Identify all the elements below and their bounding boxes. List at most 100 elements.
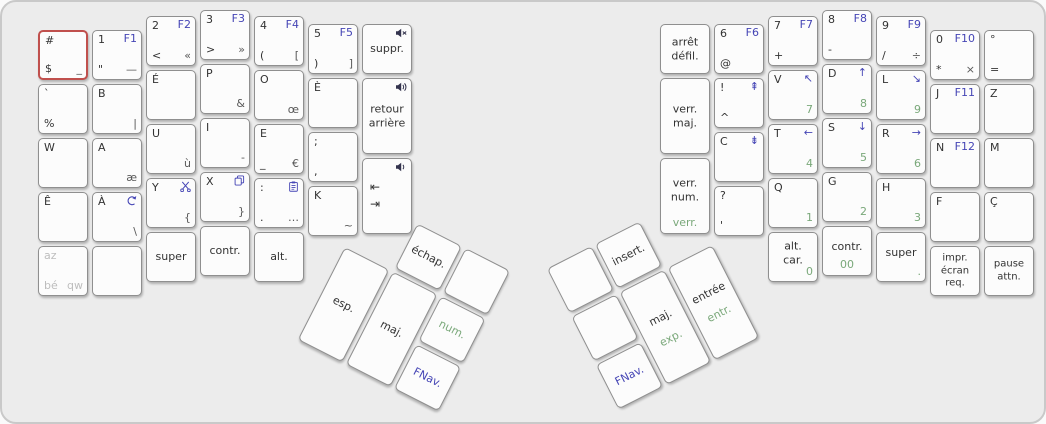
key-delete[interactable]: suppr. bbox=[362, 24, 412, 74]
key-f[interactable]: F bbox=[930, 192, 980, 242]
key-w[interactable]: W bbox=[38, 138, 88, 188]
key-p[interactable]: P& bbox=[200, 64, 250, 114]
key-scroll-lock[interactable]: arrêt défil. bbox=[660, 24, 710, 74]
key-altgr[interactable]: alt. car.0 bbox=[768, 232, 818, 282]
key-label: super bbox=[885, 246, 917, 260]
key-ctrl-left[interactable]: contr. bbox=[200, 226, 250, 276]
key-label: F12 bbox=[954, 140, 975, 153]
key-e-circumflex[interactable]: Ê bbox=[38, 192, 88, 242]
key-e-grave[interactable]: È bbox=[308, 78, 358, 128]
key-dollar[interactable]: #$_ bbox=[38, 30, 88, 80]
key-caps-lock[interactable]: verr. maj. bbox=[660, 78, 710, 154]
key-label: É bbox=[152, 73, 159, 86]
key-print-screen[interactable]: impr. écran req. bbox=[930, 246, 980, 296]
key-alt-left[interactable]: alt. bbox=[254, 232, 304, 282]
key-label: _ bbox=[76, 62, 83, 76]
key-label: € bbox=[292, 157, 299, 171]
key-label: F3 bbox=[231, 12, 245, 25]
key-m[interactable]: M bbox=[984, 138, 1034, 188]
key-n[interactable]: N F12 bbox=[930, 138, 980, 188]
key-degree[interactable]: °= bbox=[984, 30, 1034, 80]
key-label: ↑ bbox=[857, 66, 867, 79]
key-e[interactable]: E_€ bbox=[254, 124, 304, 174]
key-label: N bbox=[936, 141, 945, 154]
key-i[interactable]: I- bbox=[200, 118, 250, 168]
key-label: H bbox=[882, 181, 891, 194]
key-label: F1 bbox=[123, 32, 137, 45]
key-blank-left[interactable] bbox=[92, 246, 142, 296]
key-label: ↓ bbox=[857, 120, 867, 133]
key-ctrl-right[interactable]: contr.00 bbox=[822, 226, 872, 276]
key-label: L bbox=[882, 73, 889, 86]
key-label: G bbox=[828, 175, 837, 188]
key-s[interactable]: S↓5 bbox=[822, 118, 872, 168]
key-k[interactable]: K~ bbox=[308, 186, 358, 236]
key-label: K bbox=[314, 189, 322, 202]
key-label: F7 bbox=[799, 18, 813, 31]
key-label: ' bbox=[720, 219, 724, 233]
key-label: . bbox=[260, 211, 264, 225]
key-label: F4 bbox=[285, 18, 299, 31]
key-label: E bbox=[260, 127, 267, 140]
key-percent[interactable]: `% bbox=[38, 84, 88, 134]
key-c-cedilla[interactable]: Ç bbox=[984, 192, 1034, 242]
key-x[interactable]: X} bbox=[200, 172, 250, 222]
key-a-grave[interactable]: À\ bbox=[92, 192, 142, 242]
key-super-left[interactable]: super bbox=[146, 232, 196, 282]
copy-icon bbox=[234, 175, 245, 186]
key-super-right[interactable]: super. bbox=[876, 232, 926, 282]
key-c[interactable]: C⇟ bbox=[714, 132, 764, 182]
key-v[interactable]: V↖7 bbox=[768, 70, 818, 120]
key-label: F10 bbox=[954, 32, 975, 45]
key-r[interactable]: R→6 bbox=[876, 124, 926, 174]
key-period[interactable]: :.… bbox=[254, 178, 304, 228]
key-t[interactable]: T←4 bbox=[768, 124, 818, 174]
key-label: 1 bbox=[806, 211, 813, 225]
key-label: 5 bbox=[314, 27, 321, 40]
undo-icon bbox=[126, 195, 137, 206]
key-label: insert. bbox=[609, 241, 647, 269]
key-label: 8 bbox=[860, 97, 867, 111]
key-label: D bbox=[828, 67, 837, 80]
key-apostrophe[interactable]: ?' bbox=[714, 186, 764, 236]
key-label: — bbox=[126, 63, 137, 77]
key-exclamation[interactable]: !⇞^ bbox=[714, 78, 764, 128]
key-z[interactable]: Z bbox=[984, 84, 1034, 134]
key-label: 3 bbox=[914, 211, 921, 225]
key-semicolon[interactable]: ;, bbox=[308, 132, 358, 182]
key-label: # bbox=[45, 34, 55, 47]
key-label: 9 bbox=[882, 19, 889, 32]
key-label: À bbox=[98, 195, 106, 208]
key-label: . bbox=[917, 265, 922, 279]
key-l[interactable]: L↘9 bbox=[876, 70, 926, 120]
key-label: | bbox=[133, 117, 137, 131]
key-backspace[interactable]: retour arrière bbox=[362, 78, 412, 154]
key-e-acute[interactable]: É bbox=[146, 70, 196, 120]
key-y[interactable]: Y{ bbox=[146, 178, 196, 228]
key-label: 9 bbox=[914, 103, 921, 117]
key-label: impr. écran req. bbox=[940, 252, 970, 289]
key-d[interactable]: D ↑ 8 bbox=[822, 64, 872, 114]
key-b[interactable]: B| bbox=[92, 84, 142, 134]
key-label: contr. bbox=[209, 244, 241, 258]
key-pause[interactable]: pause attn. bbox=[984, 246, 1034, 296]
key-label: " bbox=[98, 63, 104, 77]
